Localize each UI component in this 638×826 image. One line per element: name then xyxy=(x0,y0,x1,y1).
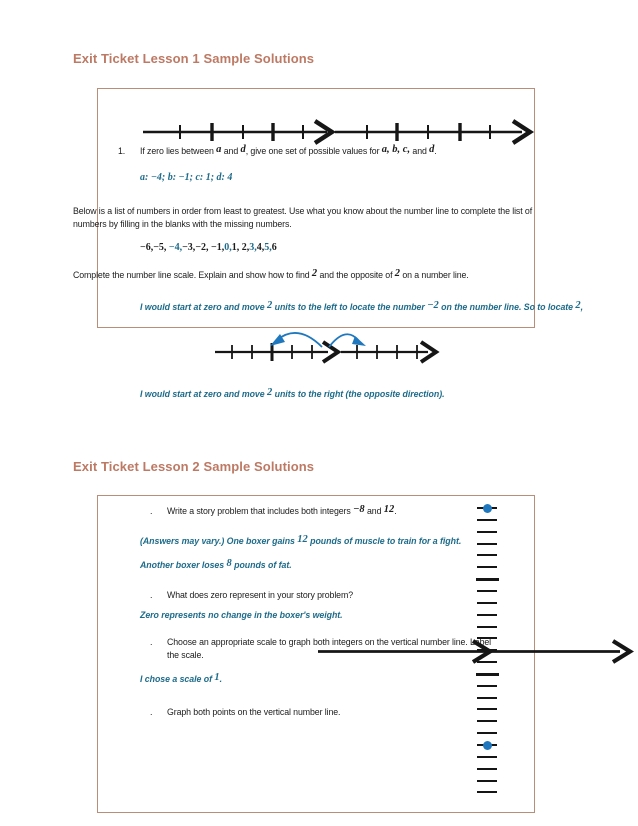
math-number: 8 xyxy=(226,557,232,569)
math-number: 2 xyxy=(575,299,581,311)
end-arrowhead xyxy=(611,639,634,664)
vertical-tick xyxy=(477,696,497,699)
math-number: 12 xyxy=(297,533,308,545)
list-marker: . xyxy=(150,707,153,717)
math-var: d xyxy=(429,143,435,155)
section1-title: Exit Ticket Lesson 1 Sample Solutions xyxy=(73,51,315,66)
answer-c: I chose a scale of 1. xyxy=(140,671,223,685)
answer-a-line1: (Answers may vary.) One boxer gains 12 p… xyxy=(140,533,462,547)
vertical-tick xyxy=(477,720,497,723)
number-list-item: −2, xyxy=(195,242,209,253)
list-marker: . xyxy=(150,637,153,647)
vertical-tick xyxy=(476,578,499,582)
math-var: d xyxy=(240,143,246,155)
jump-arrowhead-left xyxy=(270,334,285,346)
mid-arrowhead xyxy=(313,119,337,145)
number-list-item: 2, xyxy=(239,242,250,253)
item-b-text: What does zero represent in your story p… xyxy=(167,590,353,600)
question-1: If zero lies between a and d, give one s… xyxy=(140,143,437,157)
math-number: 1 xyxy=(214,671,220,683)
vertical-tick xyxy=(477,613,497,616)
list-marker: 1. xyxy=(118,146,126,156)
solution-box-2 xyxy=(97,495,535,813)
math-number: 2 xyxy=(267,386,273,398)
number-list-item: −3, xyxy=(182,242,196,253)
number-list-item: 1, xyxy=(231,242,240,253)
vertical-tick xyxy=(477,755,497,758)
horizontal-axis-arrow xyxy=(318,639,634,664)
answer-b: Zero represents no change in the boxer's… xyxy=(140,610,343,620)
math-number: 2 xyxy=(394,267,401,279)
number-list-item: −4, xyxy=(166,242,183,253)
vertical-tick xyxy=(477,530,497,533)
paragraph-line2: numbers by filling in the blanks with th… xyxy=(73,219,292,229)
end-arrowhead xyxy=(419,340,440,364)
vertical-tick xyxy=(477,708,497,711)
number-list-item: 4, xyxy=(256,242,265,253)
vertical-tick xyxy=(477,589,497,592)
vertical-tick xyxy=(477,661,497,664)
number-list-item: 5, xyxy=(264,242,272,253)
mid-arrowhead xyxy=(471,639,494,664)
math-number: −8 xyxy=(353,503,365,515)
vertical-tick xyxy=(477,684,497,687)
math-number: 2 xyxy=(267,299,273,311)
number-sequence: −6,−5, −4,−3,−2, −1,0,1, 2,3,4,5,6 xyxy=(140,237,277,255)
plotted-point xyxy=(482,503,492,513)
vertical-tick xyxy=(476,672,499,676)
number-list-item: 6 xyxy=(271,242,277,253)
mid-arrowhead xyxy=(321,340,342,364)
number-list-item: −6, xyxy=(140,242,154,253)
list-marker: . xyxy=(150,506,153,516)
number-list-item: 3, xyxy=(249,242,257,253)
number-list-item: −5, xyxy=(153,242,167,253)
answer-explanation-2: I would start at zero and move 2 units t… xyxy=(140,386,445,400)
question-2: Complete the number line scale. Explain … xyxy=(73,267,469,281)
item-c-line1: Choose an appropriate scale to graph bot… xyxy=(167,637,492,647)
math-number: 12 xyxy=(383,503,395,515)
jump-arc-left xyxy=(276,332,323,348)
vertical-tick xyxy=(477,791,497,794)
paragraph-line1: Below is a list of numbers in order from… xyxy=(73,206,533,216)
vertical-tick xyxy=(477,637,497,640)
answer-abcd: a: −4; b: −1; c: 1; d: 4 xyxy=(140,172,233,183)
vertical-tick xyxy=(477,767,497,770)
list-marker: . xyxy=(150,590,153,600)
item-d-text: Graph both points on the vertical number… xyxy=(167,707,341,717)
number-line-figure-1 xyxy=(143,119,535,145)
math-var: a, b, c, xyxy=(381,143,411,155)
solution-box-1 xyxy=(97,88,535,328)
item-a-text: Write a story problem that includes both… xyxy=(167,503,397,517)
vertical-tick xyxy=(477,601,497,604)
vertical-tick xyxy=(477,732,497,735)
vertical-tick xyxy=(477,542,497,545)
number-list-item: −1, xyxy=(208,242,225,253)
vertical-tick xyxy=(477,566,497,569)
plotted-point xyxy=(482,740,492,750)
end-arrowhead xyxy=(511,119,535,145)
answer-explanation-1: I would start at zero and move 2 units t… xyxy=(140,299,584,313)
number-line-figure-2 xyxy=(215,332,440,364)
number-list-item: 0, xyxy=(224,242,232,253)
vertical-tick xyxy=(477,625,497,628)
math-var: a xyxy=(216,143,222,155)
vertical-tick xyxy=(477,779,497,782)
math-number: 2 xyxy=(311,267,318,279)
math-number: −2 xyxy=(427,299,439,311)
jump-arrowhead-right xyxy=(352,336,366,346)
answer-a-line2: Another boxer loses 8 pounds of fat. xyxy=(140,557,292,571)
vertical-tick xyxy=(477,518,497,521)
item-c-line2: the scale. xyxy=(167,650,204,660)
vertical-tick xyxy=(477,554,497,557)
section2-title: Exit Ticket Lesson 2 Sample Solutions xyxy=(73,459,315,474)
